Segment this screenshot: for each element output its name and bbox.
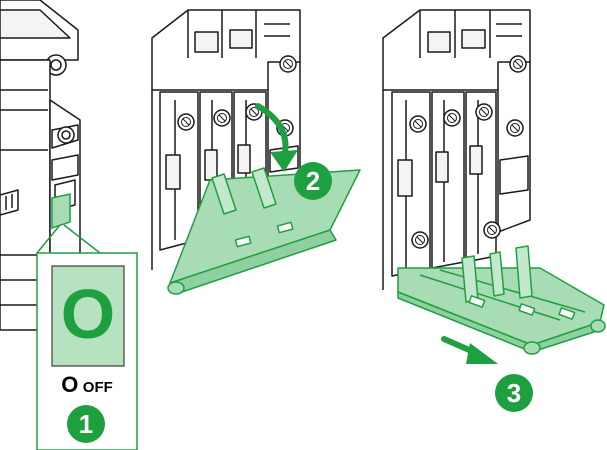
panel-2-cover: [167, 167, 361, 295]
step-1-badge: 1: [67, 405, 105, 443]
panel-1-switch-symbol: O: [60, 275, 116, 353]
panel-1-switch-window: [51, 193, 71, 230]
panel-3-device: [382, 9, 531, 290]
panel-2-rotation-arrow: [255, 103, 298, 172]
panel-1-position-label: O OFF: [40, 372, 134, 398]
panel-1-switch-inset: [51, 265, 125, 367]
panel-3-slide-arrow: [441, 336, 498, 364]
step-3-badge: 3: [495, 374, 533, 412]
panel-1-callout-leader: [36, 224, 101, 254]
panel-1-position-symbol: O: [61, 372, 79, 397]
panel-3-cover: [397, 245, 606, 355]
step-2-badge: 2: [294, 162, 332, 200]
panel-1-position-text: OFF: [82, 379, 113, 396]
